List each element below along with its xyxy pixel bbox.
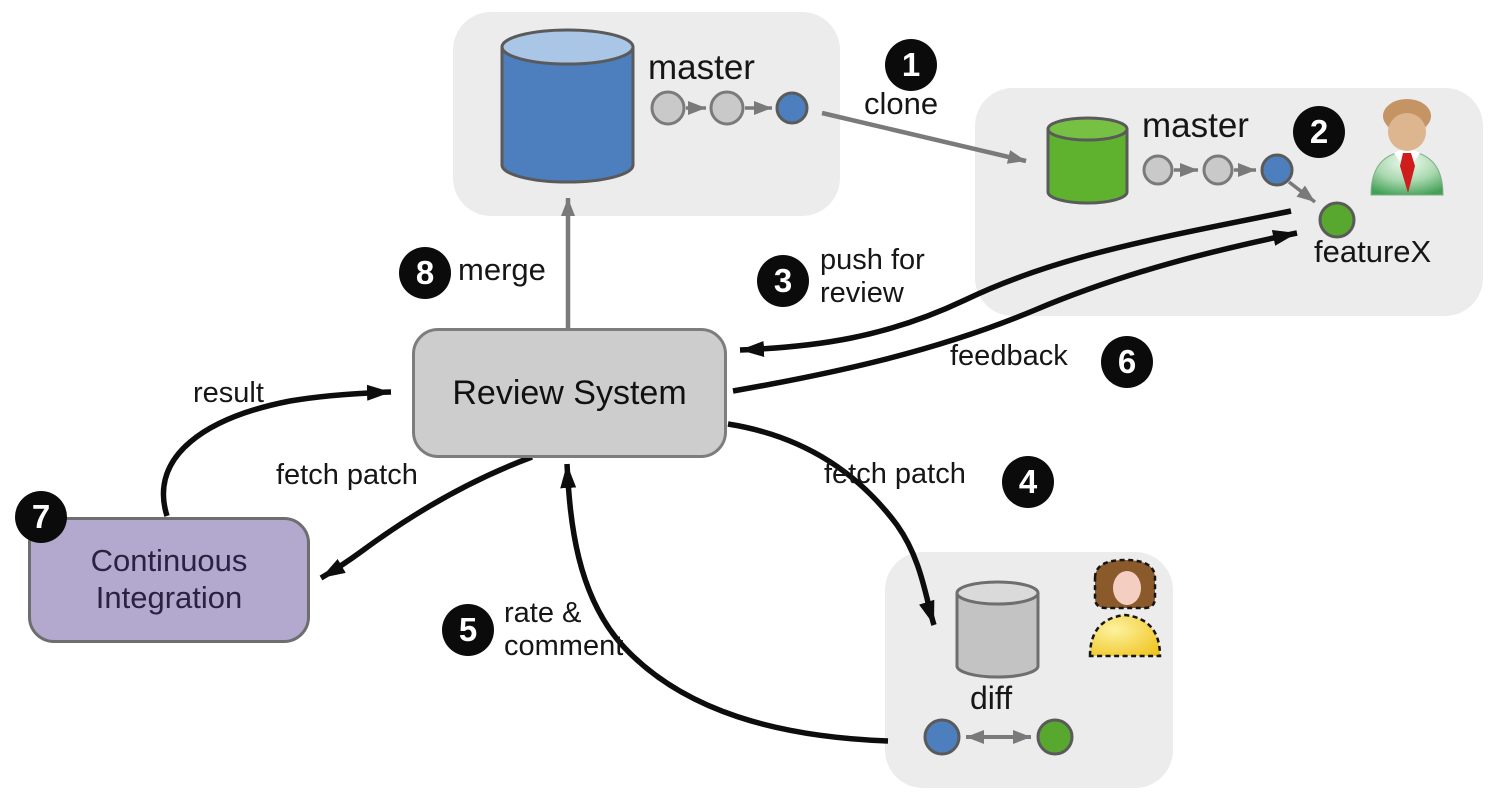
branch-arrow — [1287, 180, 1317, 204]
fetch-patch-ci-arrow — [319, 454, 533, 581]
developer-db-cylinder — [1046, 116, 1129, 205]
rate-comment-edge-label: rate & comment — [504, 597, 624, 663]
push-for-review-edge-label: push for review — [820, 244, 925, 310]
review-system-node: Review System — [412, 328, 727, 458]
commit-node — [1202, 154, 1234, 186]
merge-edge-label: merge — [458, 252, 546, 287]
diff-compare — [923, 718, 1074, 756]
origin-branch-label: master — [648, 48, 755, 87]
review-system-label: Review System — [452, 373, 687, 412]
commit-node-head — [1260, 153, 1294, 187]
step-badge-6: 6 — [1101, 336, 1153, 388]
feedback-edge-label: feedback — [950, 340, 1068, 372]
feature-commit-node — [1318, 201, 1356, 239]
fetch-patch-ci-edge-label: fetch patch — [276, 459, 418, 491]
step-badge-2: 2 — [1293, 106, 1345, 158]
continuous-integration-node: Continuous Integration — [28, 517, 310, 643]
origin-commit-chain — [650, 90, 809, 126]
feedback-arrow — [732, 230, 1298, 394]
step-badge-3: 3 — [757, 255, 809, 307]
diff-label: diff — [970, 680, 1013, 716]
step-badge-4: 4 — [1002, 456, 1054, 508]
step-badge-8: 8 — [399, 247, 451, 299]
diff-blue-node — [923, 718, 961, 756]
rate-comment-arrow — [560, 463, 889, 744]
result-edge-label: result — [193, 377, 264, 409]
reviewer-person-icon — [1088, 558, 1162, 658]
fetch-patch-reviewer-arrow — [727, 421, 937, 626]
clone-edge-label: clone — [864, 86, 939, 121]
feature-branch-label: featureX — [1314, 234, 1432, 269]
developer-branch-label: master — [1142, 106, 1249, 145]
step-badge-5: 5 — [442, 604, 494, 656]
step-badge-7: 7 — [15, 491, 67, 543]
origin-db-cylinder — [500, 28, 635, 184]
developer-commit-chain — [1142, 153, 1356, 239]
clone-arrow — [821, 110, 1027, 164]
push-for-review-arrow — [739, 208, 1292, 358]
step-badge-1: 1 — [885, 39, 937, 91]
developer-person-icon — [1370, 99, 1444, 196]
commit-node — [709, 90, 745, 126]
continuous-integration-label: Continuous Integration — [90, 543, 248, 615]
diff-green-node — [1036, 718, 1074, 756]
fetch-patch-reviewer-edge-label: fetch patch — [824, 458, 966, 490]
commit-node-head — [775, 91, 809, 125]
result-arrow — [160, 384, 392, 517]
reviewer-db-cylinder — [955, 580, 1040, 679]
commit-node — [650, 90, 686, 126]
commit-node — [1142, 154, 1174, 186]
